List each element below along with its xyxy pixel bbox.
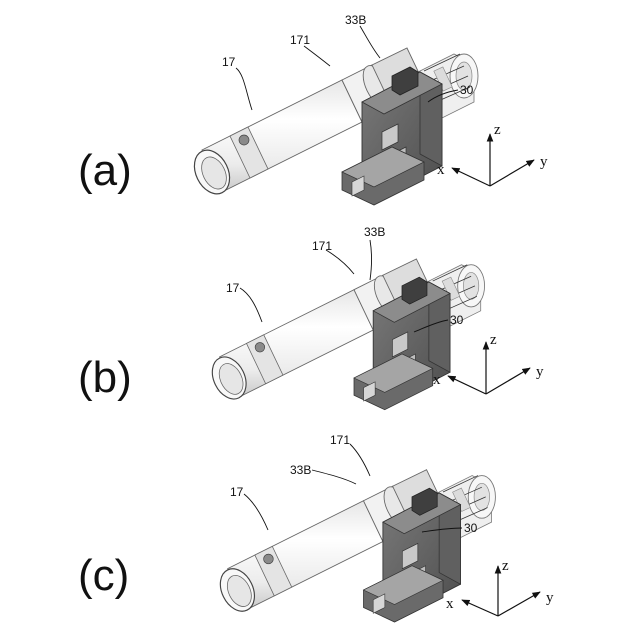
ref-33b-b: 33B bbox=[364, 225, 385, 239]
ref-171-a: 171 bbox=[290, 33, 310, 47]
ref-30-c: 30 bbox=[464, 521, 478, 535]
panel-label-c: (c) bbox=[78, 551, 129, 600]
ref-33b-c: 33B bbox=[290, 463, 311, 477]
ref-17-c: 17 bbox=[230, 485, 244, 499]
connector-assembly-a bbox=[188, 48, 478, 205]
axis-triad-a: z x y bbox=[437, 122, 548, 186]
axis-label-x-a: x bbox=[437, 162, 445, 178]
axis-label-y-c: y bbox=[546, 590, 554, 606]
ref-17-a: 17 bbox=[222, 55, 236, 69]
panel-a: (a) 17 171 33B 30 z x y bbox=[78, 13, 548, 205]
axis-label-y-a: y bbox=[540, 154, 548, 170]
ref-17-b: 17 bbox=[226, 281, 240, 295]
leader-171-c bbox=[350, 444, 370, 476]
leader-33b-a bbox=[360, 26, 380, 58]
panel-label-b: (b) bbox=[78, 353, 132, 402]
axis-label-z-c: z bbox=[502, 558, 509, 574]
panel-b: (b) 17 171 33B 30 z x y bbox=[78, 225, 544, 410]
axis-label-z-b: z bbox=[490, 332, 497, 348]
leader-171-a bbox=[304, 46, 330, 66]
leader-33b-c bbox=[312, 470, 356, 484]
axis-label-z-a: z bbox=[494, 122, 501, 138]
axis-label-y-b: y bbox=[536, 364, 544, 380]
leader-171-b bbox=[326, 250, 354, 274]
leader-17-a bbox=[236, 68, 252, 110]
leader-33b-b bbox=[370, 240, 372, 280]
ref-33b-a: 33B bbox=[345, 13, 366, 27]
axis-label-x-b: x bbox=[433, 372, 441, 388]
panel-label-a: (a) bbox=[78, 146, 132, 195]
axis-label-x-c: x bbox=[446, 596, 454, 612]
connector-assembly-b bbox=[206, 259, 485, 410]
ref-171-b: 171 bbox=[312, 239, 332, 253]
leader-17-c bbox=[244, 494, 268, 530]
leader-17-b bbox=[240, 288, 262, 322]
ref-30-b: 30 bbox=[450, 313, 464, 327]
panel-c: (c) 17 171 33B 30 z x y bbox=[78, 433, 554, 622]
ref-171-c: 171 bbox=[330, 433, 350, 447]
ref-30-a: 30 bbox=[460, 83, 474, 97]
axis-triad-c: z x y bbox=[446, 558, 554, 616]
